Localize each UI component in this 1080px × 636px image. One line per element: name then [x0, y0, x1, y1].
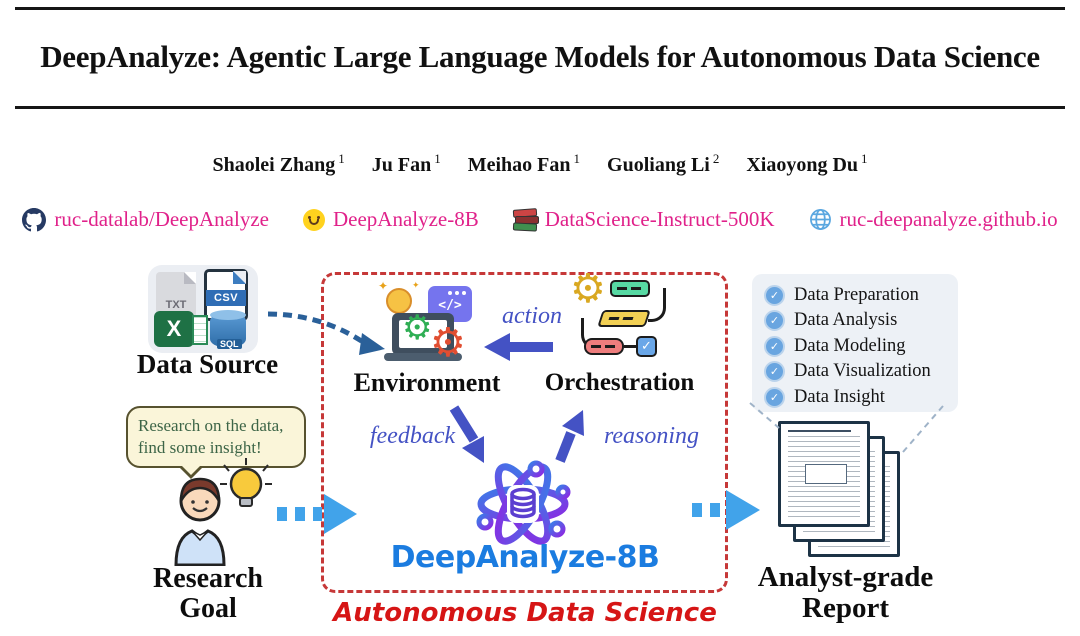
author-affiliation: 1	[573, 151, 581, 166]
environment-label: Environment	[353, 368, 501, 397]
reasoning-label: reasoning	[603, 423, 700, 449]
callout-line	[902, 405, 944, 453]
gear-icon: ⚙	[430, 320, 466, 366]
link-label: ruc-datalab/DeepAnalyze	[54, 207, 269, 231]
autonomous-box	[321, 272, 728, 593]
environment-icon: ✦ ✦ </> ⚙ ⚙	[378, 279, 476, 369]
flow-node	[584, 338, 624, 355]
research-goal-label: Research Goal	[153, 563, 263, 625]
link-huggingface[interactable]: DeepAnalyze-8B	[302, 207, 479, 232]
author-affiliation: 1	[861, 151, 868, 166]
model-name-label: DeepAnalyze-8B	[390, 540, 660, 575]
capability-item: ✓Data Preparation	[764, 283, 958, 307]
check-icon: ✓	[764, 335, 785, 357]
lightbulb-icon	[229, 467, 263, 501]
laptop-icon	[392, 313, 454, 355]
checkbox-icon: ✓	[636, 336, 657, 357]
report-page	[778, 421, 870, 527]
report-stack-icon	[778, 421, 908, 566]
check-icon: ✓	[764, 284, 785, 306]
txt-file-icon: TXT	[156, 272, 196, 318]
gear-icon: ⚙	[402, 308, 433, 348]
data-source-icon: TXT CSV X SQL	[148, 265, 258, 353]
capability-item: ✓Data Analysis	[764, 309, 958, 333]
flow-node	[597, 310, 651, 327]
resource-links: ruc-datalab/DeepAnalyze DeepAnalyze-8B D…	[0, 207, 1080, 232]
capability-item: ✓Data Modeling	[764, 334, 958, 358]
author-name: Xiaoyong Du	[746, 153, 859, 176]
link-label: DataScience-Instruct-500K	[544, 207, 775, 231]
link-website[interactable]: ruc-deepanalyze.github.io	[809, 207, 1058, 232]
author-name: Shaolei Zhang	[212, 153, 336, 176]
person-body	[174, 529, 226, 566]
analyst-report-label: Analyst-grade Report	[757, 561, 934, 625]
capabilities-panel: ✓Data Preparation ✓Data Analysis ✓Data M…	[752, 274, 958, 412]
autonomous-caption: Autonomous Data Science	[333, 598, 717, 628]
title-bottom-rule	[15, 106, 1065, 109]
huggingface-icon	[302, 208, 325, 231]
flow-node	[610, 280, 650, 297]
author-affiliation: 1	[338, 151, 345, 166]
top-rule	[15, 7, 1065, 10]
gear-icon: ⚙	[570, 266, 606, 312]
link-label: ruc-deepanalyze.github.io	[839, 207, 1058, 231]
check-icon: ✓	[764, 386, 785, 408]
globe-icon	[809, 209, 831, 230]
data-source-label: Data Source	[136, 349, 279, 379]
check-icon: ✓	[764, 310, 785, 331]
feedback-label: feedback	[369, 423, 456, 449]
sparkle-icon: ✦	[412, 281, 420, 291]
capability-item: ✓Data Visualization	[764, 360, 958, 384]
sql-database-icon: SQL	[210, 310, 246, 349]
link-github[interactable]: ruc-datalab/DeepAnalyze	[22, 207, 269, 232]
capability-item: ✓Data Insight	[764, 385, 958, 409]
action-label: action	[502, 303, 562, 329]
speech-bubble: Research on the data, find some insight!	[126, 406, 306, 479]
author-name: Guoliang Li	[607, 153, 710, 176]
orchestration-label: Orchestration	[544, 369, 695, 396]
speech-line: Research on the data,	[138, 416, 284, 435]
author-name: Meihao Fan	[467, 153, 571, 176]
sparkle-icon: ✦	[378, 279, 389, 293]
books-icon	[512, 207, 539, 232]
excel-file-icon: X	[154, 311, 194, 347]
spreadsheet-grid-icon	[192, 315, 208, 345]
link-label: DeepAnalyze-8B	[332, 207, 479, 231]
link-dataset[interactable]: DataScience-Instruct-500K	[512, 207, 775, 232]
author-affiliation: 1	[434, 151, 441, 166]
github-icon	[22, 207, 47, 231]
author-name: Ju Fan	[371, 153, 432, 176]
orchestration-icon: ⚙ ✓	[570, 269, 670, 365]
author-affiliation: 2	[712, 151, 720, 166]
check-icon: ✓	[764, 361, 785, 382]
paper-title: DeepAnalyze: Agentic Large Language Mode…	[40, 39, 1040, 74]
speech-line: find some insight!	[138, 437, 262, 457]
